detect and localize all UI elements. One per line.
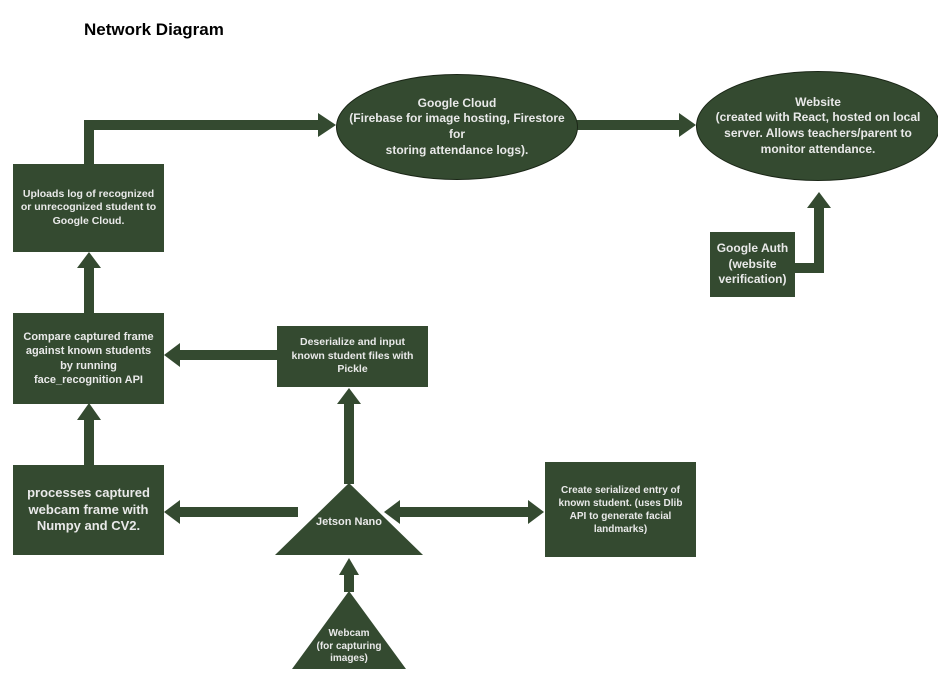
processes-frame-node: processes captured webcam frame with Num…: [13, 465, 164, 555]
webcam-shape: [292, 591, 406, 669]
google-cloud-node: Google Cloud (Firebase for image hosting…: [336, 74, 578, 180]
arrow-auth-to-website: [794, 263, 824, 273]
webcam-label: Webcam (for capturing images): [316, 628, 382, 664]
arrow-processes-to-compare: [84, 418, 94, 466]
jetson-nano-shape: [275, 483, 423, 555]
arrow-webcam-to-jetson: [344, 572, 354, 592]
jetson-nano-label: Jetson Nano: [315, 516, 382, 528]
serialized-entry-node: Create serialized entry of known student…: [545, 462, 696, 557]
arrow-compare-to-uploads: [84, 266, 94, 314]
arrow-deserialize-to-compare: [178, 350, 278, 360]
website-node: Website (created with React, hosted on l…: [696, 71, 938, 181]
arrow-cloud-to-website: [577, 120, 681, 130]
arrow-uploads-to-cloud: [84, 120, 94, 165]
google-auth-node: Google Auth (website verification): [710, 232, 795, 297]
arrow-jetson-to-processes: [178, 507, 298, 517]
arrow-jetson-to-deserialize: [344, 402, 354, 484]
diagram-title: Network Diagram: [84, 20, 224, 39]
compare-frame-node: Compare captured frame against known stu…: [13, 313, 164, 404]
arrow-jetson-serialized: [398, 507, 530, 517]
uploads-log-node: Uploads log of recognized or unrecognize…: [13, 164, 164, 252]
deserialize-node: Deserialize and input known student file…: [277, 326, 428, 387]
